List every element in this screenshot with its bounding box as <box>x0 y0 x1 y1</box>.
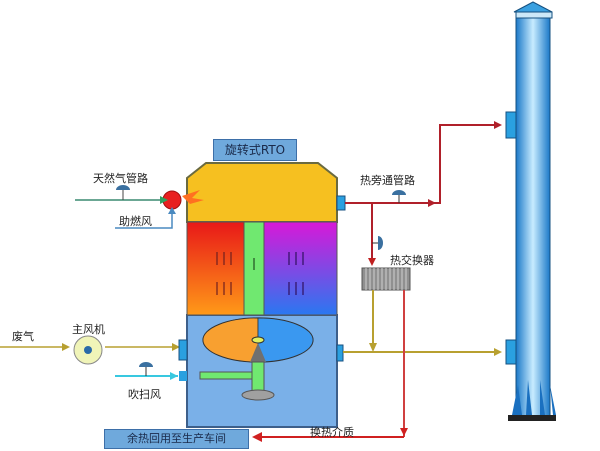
label-hot-bypass-pipe: 热旁通管路 <box>360 174 415 187</box>
label-purge-air: 吹扫风 <box>128 388 161 401</box>
waste-heat-reuse-box: 余热回用至生产车间 <box>104 429 249 449</box>
outlet-flange <box>336 195 346 211</box>
label-waste-gas: 废气 <box>12 330 34 343</box>
label-natural-gas-pipe: 天然气管路 <box>93 172 148 185</box>
exhaust-stack <box>505 1 556 421</box>
label-main-fan: 主风机 <box>72 323 105 336</box>
label-heat-medium: 换热介质 <box>310 426 354 439</box>
waste-gas-line <box>0 335 188 365</box>
heat-exchanger <box>361 267 411 291</box>
label-heat-exchanger: 热交换器 <box>390 254 434 267</box>
hot-regenerator-zone <box>186 221 245 316</box>
diagram-title: 旋转式RTO <box>213 139 297 161</box>
label-combustion-air: 助燃风 <box>119 215 152 228</box>
rotary-distributor <box>199 317 314 401</box>
purge-air-line <box>115 362 187 381</box>
hot-bypass-line <box>345 124 498 262</box>
burner <box>162 190 204 210</box>
combustion-air-line <box>115 207 176 229</box>
exhaust-line <box>336 290 502 362</box>
natural-gas-line <box>75 185 168 204</box>
cold-regenerator-zone <box>263 221 338 316</box>
flow-arrows <box>216 252 304 295</box>
combustion-chamber <box>186 162 338 223</box>
heat-medium-line <box>252 290 408 442</box>
